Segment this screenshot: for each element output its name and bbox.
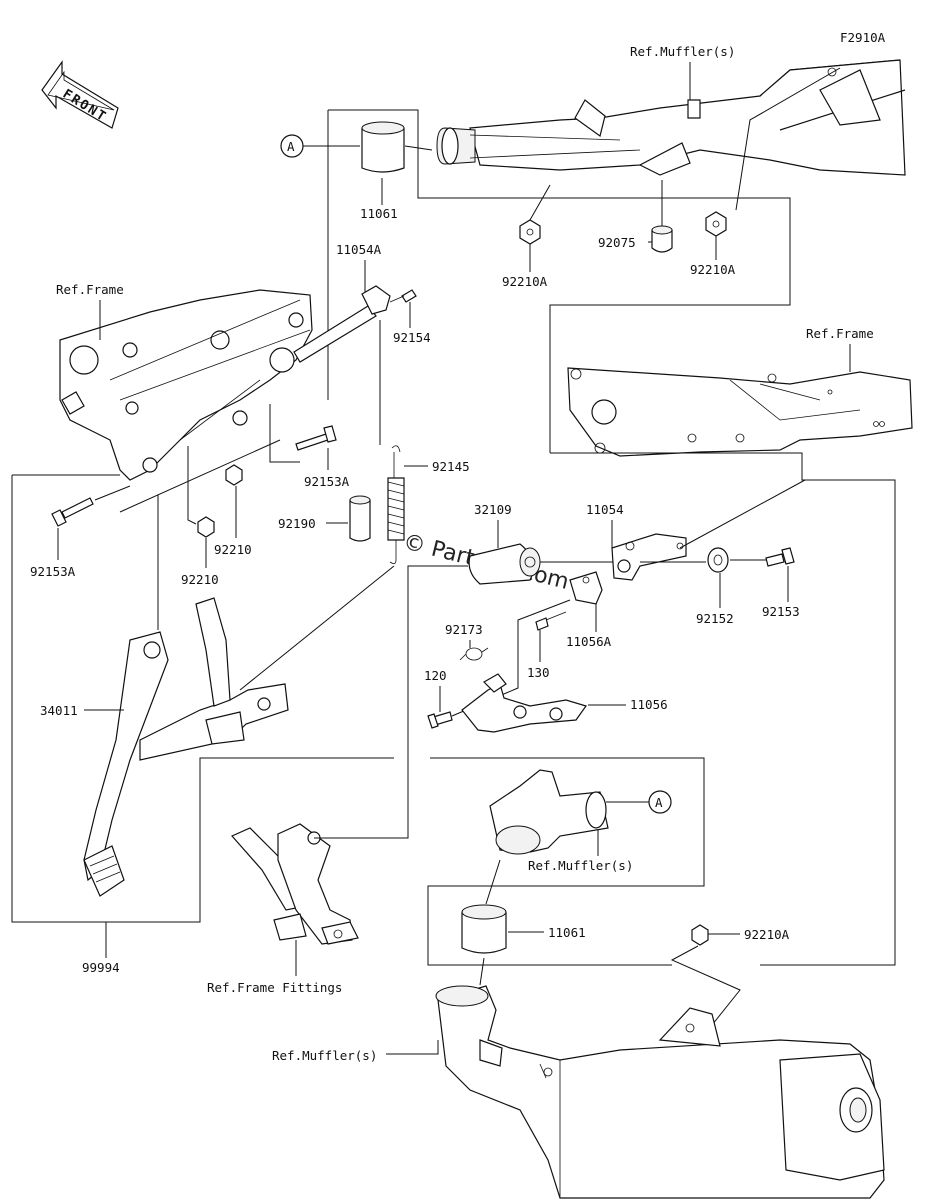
part-92152: 92152 bbox=[696, 611, 734, 626]
collar-92152 bbox=[707, 547, 729, 573]
nut-92210-left bbox=[197, 516, 215, 538]
part-92210A-left: 92210A bbox=[502, 274, 548, 289]
part-32109: 32109 bbox=[474, 502, 512, 517]
callout-a-top-label: A bbox=[287, 139, 295, 154]
part-92210-left: 92210 bbox=[181, 572, 219, 587]
nut-92210A-bottom bbox=[691, 924, 709, 946]
top-muffler-assembly bbox=[436, 59, 906, 176]
part-11056A: 11056A bbox=[566, 634, 612, 649]
figure-code: F2910A bbox=[840, 30, 886, 45]
ref-frame-right-label: Ref.Frame bbox=[806, 326, 874, 341]
bush-32109 bbox=[468, 543, 541, 585]
part-99994: 99994 bbox=[82, 960, 120, 975]
sleeve-11061-bottom bbox=[461, 904, 507, 954]
plate-11056A bbox=[569, 571, 603, 605]
part-92153: 92153 bbox=[762, 604, 800, 619]
part-34011: 34011 bbox=[40, 703, 78, 718]
bracket-11054 bbox=[611, 533, 687, 581]
part-92210A-bottom: 92210A bbox=[744, 927, 790, 942]
clip-92173 bbox=[459, 647, 489, 661]
ref-frame-fittings-label: Ref.Frame Fittings bbox=[207, 980, 342, 995]
part-92173: 92173 bbox=[445, 622, 483, 637]
part-92145: 92145 bbox=[432, 459, 470, 474]
part-11054A: 11054A bbox=[336, 242, 382, 257]
nut-92210A-left bbox=[519, 219, 541, 245]
bolt-92154 bbox=[389, 289, 417, 303]
part-11061-top: 11061 bbox=[360, 206, 398, 221]
ref-frame-left-label: Ref.Frame bbox=[56, 282, 124, 297]
part-11056: 11056 bbox=[630, 697, 668, 712]
pivot-shaft-11054A bbox=[293, 285, 391, 363]
part-120: 120 bbox=[424, 668, 447, 683]
part-92210-right: 92210 bbox=[214, 542, 252, 557]
ref-muffler-mid-label: Ref.Muffler(s) bbox=[528, 858, 633, 873]
part-92153A-left: 92153A bbox=[30, 564, 76, 579]
part-130: 130 bbox=[527, 665, 550, 680]
ref-muffler-bottom-label: Ref.Muffler(s) bbox=[272, 1048, 377, 1063]
bolt-92153A-left bbox=[51, 497, 94, 527]
right-frame bbox=[567, 367, 913, 457]
sleeve-11061-top bbox=[361, 121, 405, 173]
callout-a-mid-label: A bbox=[655, 795, 663, 810]
rubber-92075 bbox=[651, 225, 673, 253]
part-92190: 92190 bbox=[278, 516, 316, 531]
spring-92145 bbox=[387, 445, 405, 564]
nut-92210A-right bbox=[705, 211, 727, 237]
front-arrow-icon: FRONT bbox=[41, 60, 119, 129]
bolt-92153A-middle bbox=[295, 425, 337, 451]
mid-muffler-joint bbox=[489, 769, 609, 855]
stand-99994 bbox=[231, 823, 359, 945]
ref-muffler-top-label: Ref.Muffler(s) bbox=[630, 44, 735, 59]
bolt-92153 bbox=[765, 547, 795, 567]
left-frame bbox=[59, 289, 313, 481]
part-11061-bottom: 11061 bbox=[548, 925, 586, 940]
part-92153A-middle: 92153A bbox=[304, 474, 350, 489]
bolt-130 bbox=[535, 611, 567, 631]
part-11054: 11054 bbox=[586, 502, 624, 517]
part-92075: 92075 bbox=[598, 235, 636, 250]
part-92210A-right: 92210A bbox=[690, 262, 736, 277]
nut-92210-right bbox=[225, 464, 243, 486]
bottom-muffler bbox=[435, 985, 885, 1199]
part-92154: 92154 bbox=[393, 330, 431, 345]
collar-92190 bbox=[349, 495, 371, 542]
bolt-120 bbox=[427, 711, 453, 729]
bracket-11056 bbox=[461, 673, 587, 733]
stand-34011 bbox=[83, 597, 289, 897]
